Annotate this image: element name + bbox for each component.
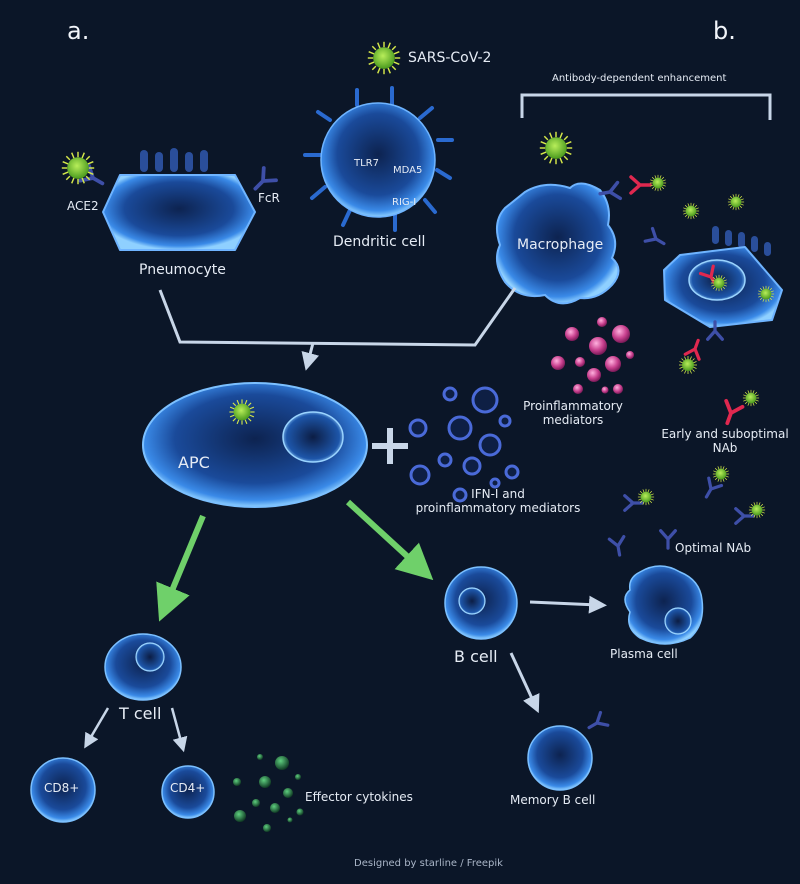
plus-icon	[372, 428, 408, 464]
arrow-to-apc	[301, 342, 319, 371]
dendritic-cell	[303, 41, 454, 232]
virus-icon	[682, 202, 700, 220]
arrow-bcell-to-plasma	[529, 595, 607, 614]
convergence-connector	[158, 287, 517, 347]
arrow-apc-to-tcell	[156, 514, 206, 622]
virus-icon	[637, 488, 655, 506]
ifn-i-mediators	[408, 386, 520, 503]
antibody-blue-icon	[623, 494, 644, 512]
cd8-label: CD8+	[44, 781, 80, 795]
sars-cov-2-label: SARS-CoV-2	[408, 50, 492, 66]
memory-b-cell-label: Memory B cell	[510, 793, 596, 807]
proinflammatory-mediators-label: Proinflammatory mediators	[523, 399, 623, 427]
cd8-cell	[30, 757, 96, 823]
ade-label: Antibody-dependent enhancement	[552, 73, 727, 84]
dendritic-cell-label: Dendritic cell	[333, 234, 426, 250]
proinflammatory-mediators	[551, 317, 634, 394]
apc-cell	[142, 382, 368, 508]
virus-icon	[712, 465, 730, 483]
effector-cytokines	[233, 754, 304, 832]
cd4-label: CD4+	[170, 781, 206, 795]
virus-icon	[748, 501, 766, 519]
memory-b-cell	[527, 710, 610, 791]
pneumocyte-cell	[61, 148, 278, 251]
virus-icon	[742, 389, 760, 407]
plasma-cell	[624, 565, 704, 645]
effector-cytokines-label: Effector cytokines	[305, 790, 413, 804]
tlr7-label: TLR7	[354, 158, 379, 169]
b-cell-label: B cell	[454, 647, 498, 666]
panel-label-a: a.	[67, 17, 90, 45]
macrophage-label: Macrophage	[517, 237, 604, 253]
arrow-apc-to-bcell	[345, 499, 434, 581]
arrow-bcell-to-memory	[509, 652, 540, 714]
credit-label: Designed by starline / Freepik	[354, 858, 503, 869]
arrow-tcell-to-cd4	[170, 707, 188, 753]
cd4-cell	[161, 765, 215, 819]
t-cell	[104, 633, 182, 701]
rig-i-label: RIG-I	[392, 197, 417, 208]
macrophage-cell	[495, 131, 667, 305]
arrow-tcell-to-cd8	[84, 707, 110, 749]
mda5-label: MDA5	[393, 165, 423, 176]
panel-label-b: b.	[713, 17, 736, 45]
ace2-label: ACE2	[67, 199, 99, 213]
infected-cell-ade	[643, 226, 783, 375]
pneumocyte-label: Pneumocyte	[139, 262, 226, 278]
antibody-blue-icon	[659, 529, 677, 550]
t-cell-label: T cell	[119, 704, 162, 723]
plasma-cell-label: Plasma cell	[610, 647, 678, 661]
antibody-blue-icon	[607, 534, 629, 558]
b-cell	[444, 566, 518, 640]
fcr-label: FcR	[258, 191, 280, 205]
ade-bracket	[520, 93, 772, 120]
virus-icon	[727, 193, 745, 211]
ifn-i-label: IFN-I and proinflammatory mediators	[415, 487, 581, 515]
optimal-nab-label: Optimal NAb	[675, 541, 752, 555]
early-suboptimal-nab-label: Early and suboptimal NAb	[661, 427, 789, 455]
apc-label: APC	[178, 453, 210, 472]
antibody-blue-icon	[734, 507, 755, 525]
antibody-red-icon	[717, 398, 745, 429]
